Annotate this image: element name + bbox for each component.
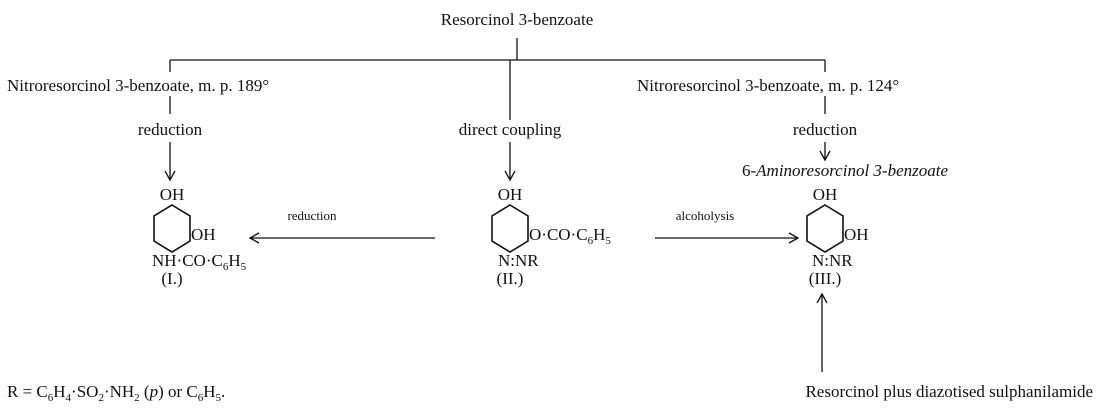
- compound-2-azo: N:NR: [498, 251, 539, 270]
- compound-3-label: (III.): [809, 269, 842, 288]
- right-branch-title: Nitroresorcinol 3-benzoate, m. p. 124°: [637, 76, 899, 95]
- bottom-right-source: Resorcinol plus diazotised sulphanilamid…: [805, 382, 1093, 401]
- reduction-arrow-label: reduction: [287, 208, 337, 223]
- compound-3-azo: N:NR: [812, 251, 853, 270]
- compound-3-oh-top: OH: [813, 185, 838, 204]
- compound-3-oh-side: OH: [844, 225, 869, 244]
- left-branch-title: Nitroresorcinol 3-benzoate, m. p. 189°: [7, 76, 269, 95]
- compound-2-benzoyloxy: O·CO·C6H5: [529, 225, 611, 247]
- right-step-label: reduction: [793, 120, 858, 139]
- compound-1-label: (I.): [161, 269, 182, 288]
- compound-2-ring: [491, 204, 529, 253]
- compound-3-ring: [806, 204, 844, 253]
- compound-2-oh-top: OH: [498, 185, 523, 204]
- center-step-label: direct coupling: [459, 120, 562, 139]
- left-step-label: reduction: [138, 120, 203, 139]
- right-product-name: 6-Aminoresorcinol 3-benzoate: [742, 161, 948, 180]
- compound-1-ring: [153, 204, 191, 253]
- compound-1-oh-side: OH: [191, 225, 216, 244]
- footnote-r-definition: R = C6H4·SO2·NH2 (p) or C6H5.: [7, 382, 225, 404]
- compound-1-substituent: NH·CO·C6H5: [152, 251, 247, 273]
- alcoholysis-arrow-label: alcoholysis: [676, 208, 735, 223]
- compound-2-label: (II.): [497, 269, 524, 288]
- compound-1-oh-top: OH: [160, 185, 185, 204]
- top-title: Resorcinol 3-benzoate: [441, 10, 593, 29]
